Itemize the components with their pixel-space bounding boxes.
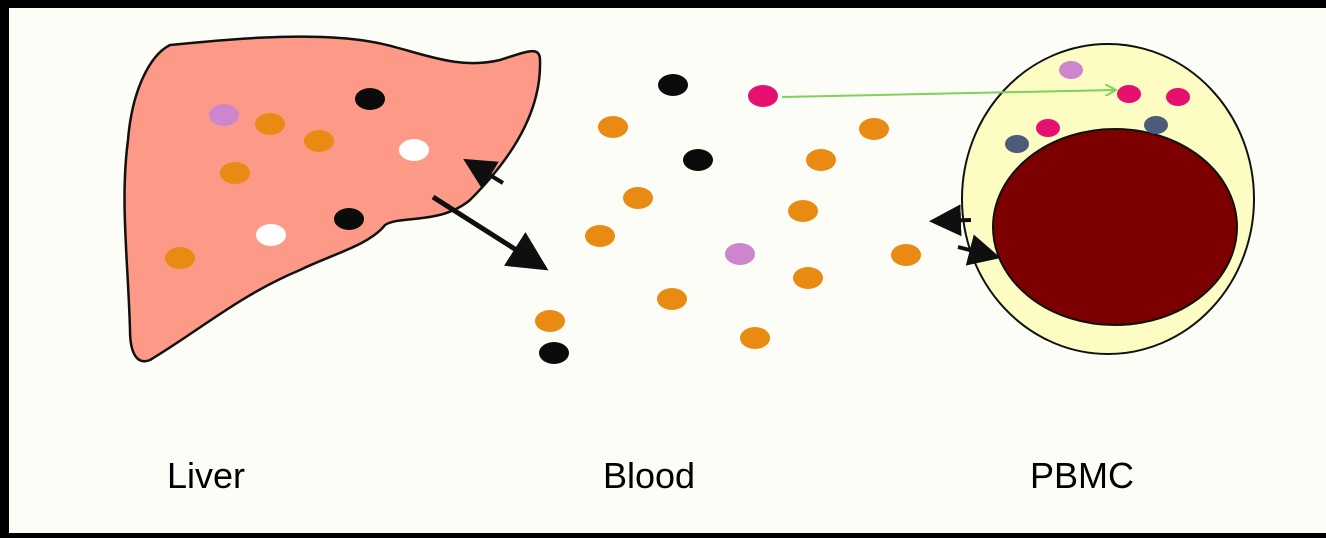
- pbmc-dot-magenta: [1166, 88, 1190, 106]
- pbmc-efflux-arrow: [937, 220, 971, 221]
- pbmc-label: PBMC: [1030, 458, 1134, 494]
- liver-dot-black: [355, 88, 385, 110]
- pbmc-dot-lilac: [1059, 61, 1083, 79]
- blood-dot-orange: [657, 288, 687, 310]
- blood-dot-orange: [623, 187, 653, 209]
- liver-dot-white: [399, 139, 429, 161]
- liver-dot-orange: [220, 162, 250, 184]
- blood-dot-magenta: [748, 85, 778, 107]
- blood-dot-orange: [806, 149, 836, 171]
- blood-dot-orange: [793, 267, 823, 289]
- blood-dot-orange: [535, 310, 565, 332]
- liver-dot-lilac: [209, 104, 239, 126]
- blood-dot-orange: [585, 225, 615, 247]
- liver-dot-white: [256, 224, 286, 246]
- blood-dot-orange: [598, 116, 628, 138]
- blood-dot-black: [683, 149, 713, 171]
- blood-dot-black: [539, 342, 569, 364]
- blood-dot-black: [658, 74, 688, 96]
- liver-dot-orange: [304, 130, 334, 152]
- blood-dot-orange: [859, 118, 889, 140]
- blood-dot-orange: [740, 327, 770, 349]
- pbmc-dot-magenta: [1036, 119, 1060, 137]
- pbmc-nucleus: [993, 129, 1237, 325]
- liver-label: Liver: [167, 458, 245, 494]
- pbmc-dot-slate: [1144, 116, 1168, 134]
- blood-dot-orange: [891, 244, 921, 266]
- blood-dot-lilac: [725, 243, 755, 265]
- pbmc-dot-slate: [1005, 135, 1029, 153]
- liver-dot-orange: [165, 247, 195, 269]
- liver-dot-orange: [255, 113, 285, 135]
- blood-dot-orange: [788, 200, 818, 222]
- blood-label: Blood: [603, 458, 695, 494]
- liver-dot-black: [334, 208, 364, 230]
- pbmc-dot-magenta: [1117, 85, 1141, 103]
